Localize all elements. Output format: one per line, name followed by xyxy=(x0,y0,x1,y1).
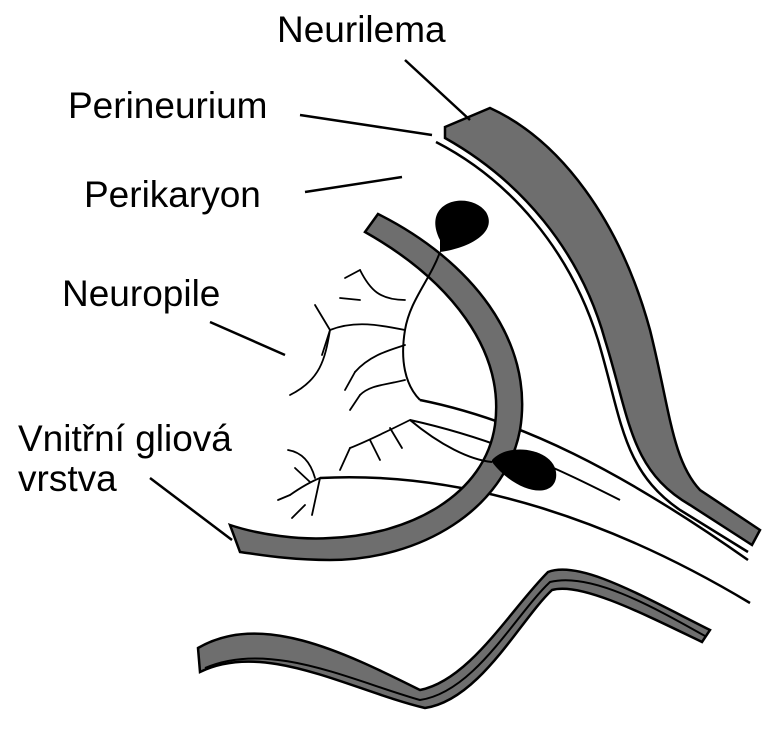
leader-neurilema xyxy=(405,60,470,120)
leader-perineurium xyxy=(300,115,432,135)
neuropile-fibres xyxy=(278,270,410,518)
label-perikaryon: Perikaryon xyxy=(84,175,261,215)
perikaryon-upper xyxy=(435,201,488,252)
lower-sheath-layer xyxy=(198,570,710,708)
leader-neuropile xyxy=(210,322,285,355)
label-inner-glial-line2: vrstva xyxy=(18,459,232,499)
label-neurilema: Neurilema xyxy=(277,10,446,50)
label-perineurium: Perineurium xyxy=(68,86,267,126)
perikaryon-lower xyxy=(492,450,556,491)
leader-perikaryon xyxy=(305,177,402,192)
label-inner-glial-layer: Vnitřní gliová vrstva xyxy=(18,419,232,499)
label-neuropile: Neuropile xyxy=(62,274,220,314)
axon-lower xyxy=(410,420,492,462)
label-inner-glial-line1: Vnitřní gliová xyxy=(18,419,232,459)
